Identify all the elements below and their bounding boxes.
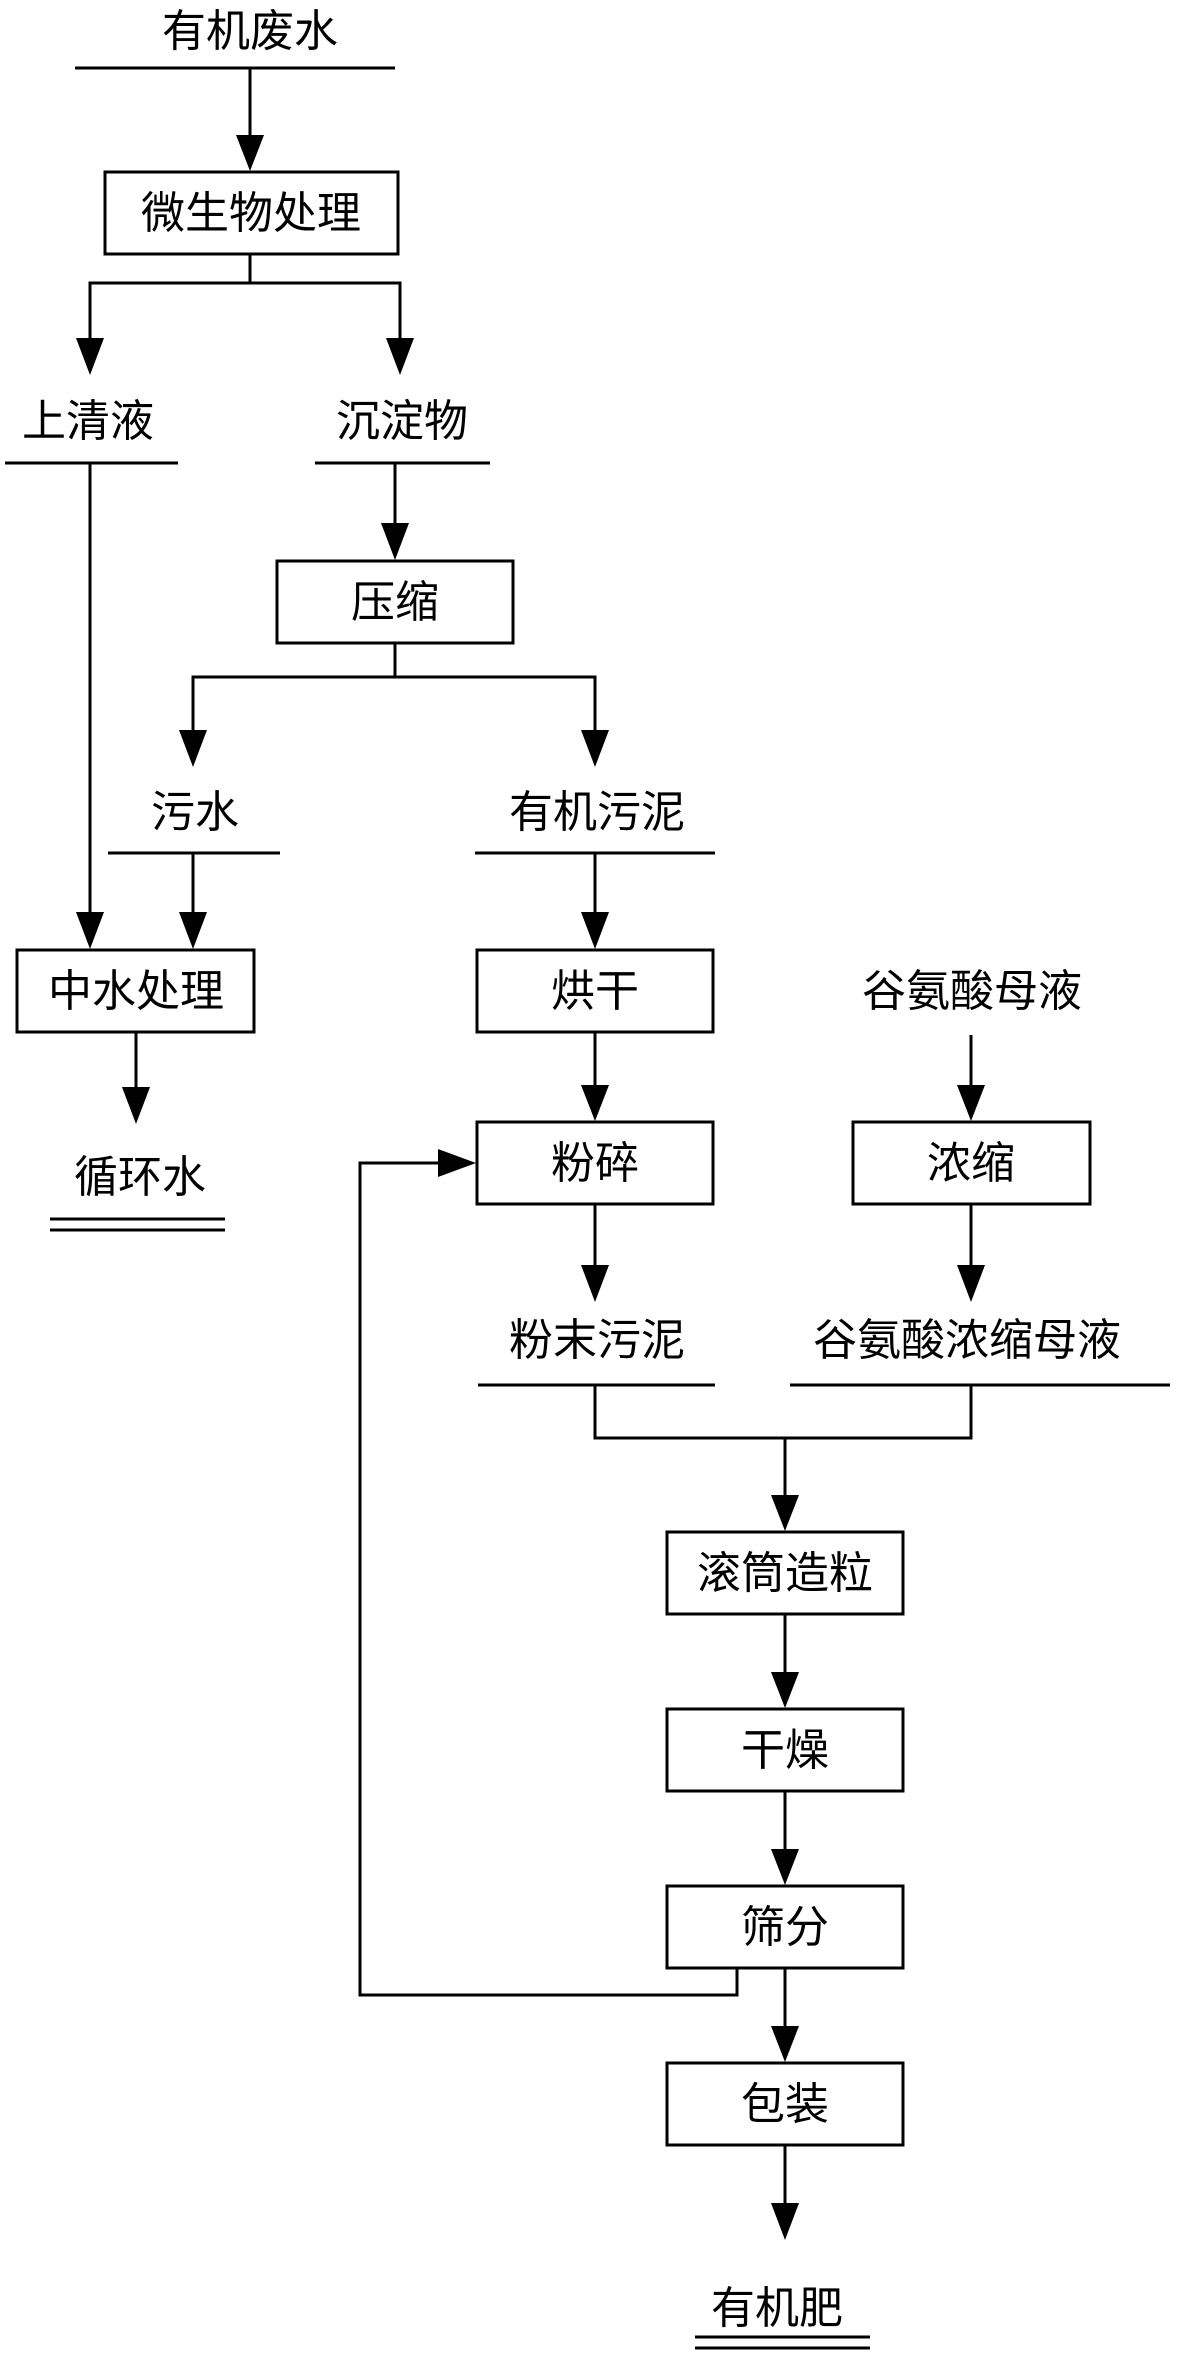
label-concentrated-glutamic-mother-liquor: 谷氨酸浓缩母液 <box>813 1315 1121 1366</box>
arrowhead-drying2-to-screening <box>771 1849 799 1885</box>
box-drying-2 <box>665 1707 905 1793</box>
arrowhead-sludge-to-drying <box>581 912 609 949</box>
label-sewage: 污水 <box>151 787 239 838</box>
box-packaging <box>665 2061 905 2147</box>
connector-recycle-loop <box>358 1161 739 1997</box>
box-compression <box>275 559 515 645</box>
arrowhead-concentration-to-concentrated <box>957 1265 985 1302</box>
box-concentration-label: 浓缩 <box>927 1138 1015 1189</box>
label-organic-fertilizer: 有机肥 <box>711 2283 843 2334</box>
box-concentration <box>851 1120 1092 1206</box>
arrowhead-packaging-to-fertilizer <box>771 2203 799 2240</box>
box-compression-label: 压缩 <box>351 577 439 628</box>
label-organic-wastewater: 有机废水 <box>162 6 338 57</box>
arrowhead-drying-to-crushing <box>581 1085 609 1121</box>
box-crushing-label: 粉碎 <box>551 1138 639 1189</box>
label-glutamic-mother-liquor: 谷氨酸母液 <box>862 966 1082 1017</box>
connector-merge-to-granulation <box>593 1385 973 1440</box>
label-sediment: 沉淀物 <box>336 396 468 447</box>
box-screening <box>665 1884 905 1970</box>
arrowhead-to-granulation <box>771 1495 799 1531</box>
box-drum-granulation <box>665 1530 905 1616</box>
box-drying-2-label: 干燥 <box>741 1725 829 1776</box>
arrowhead-recycle-to-crushing <box>438 1149 476 1177</box>
connector-microbial-to-sediment <box>250 281 402 355</box>
arrowhead-to-sediment <box>386 338 414 375</box>
box-reclaimed-water-treatment <box>15 948 256 1034</box>
box-crushing <box>475 1120 715 1206</box>
arrowhead-supernatant-to-reclaimed <box>76 912 104 949</box>
connector-compression-to-sludge <box>395 675 597 745</box>
label-organic-sludge: 有机污泥 <box>509 787 685 838</box>
arrowhead-mother-liquor-to-concentration <box>957 1085 985 1121</box>
label-powdered-sludge: 粉末污泥 <box>509 1315 685 1366</box>
connector-microbial-split <box>88 254 252 355</box>
arrowhead-to-supernatant <box>76 338 104 375</box>
box-drying <box>475 948 715 1034</box>
arrowhead-granulation-to-drying2 <box>771 1672 799 1708</box>
box-microbial-treatment <box>103 170 400 256</box>
box-reclaimed-water-treatment-label: 中水处理 <box>48 966 224 1017</box>
connector-compression-split <box>191 643 397 745</box>
arrowhead-wastewater-to-microbial <box>236 135 264 171</box>
arrowhead-to-organic-sludge <box>581 730 609 767</box>
arrowhead-sediment-to-compression <box>381 523 409 560</box>
box-packaging-label: 包装 <box>741 2079 829 2130</box>
arrowhead-screening-to-packaging <box>771 2026 799 2062</box>
box-drying-label: 烘干 <box>551 966 639 1017</box>
label-circulating-water: 循环水 <box>74 1152 206 1203</box>
arrowhead-sewage-to-reclaimed <box>179 912 207 949</box>
arrowhead-crushing-to-powder <box>581 1265 609 1302</box>
arrowhead-to-sewage <box>179 730 207 767</box>
box-microbial-treatment-label: 微生物处理 <box>141 188 361 239</box>
box-drum-granulation-label: 滚筒造粒 <box>697 1548 873 1599</box>
box-screening-label: 筛分 <box>741 1902 829 1953</box>
label-supernatant: 上清液 <box>22 396 154 447</box>
arrowhead-reclaimed-to-circulating <box>122 1087 150 1124</box>
